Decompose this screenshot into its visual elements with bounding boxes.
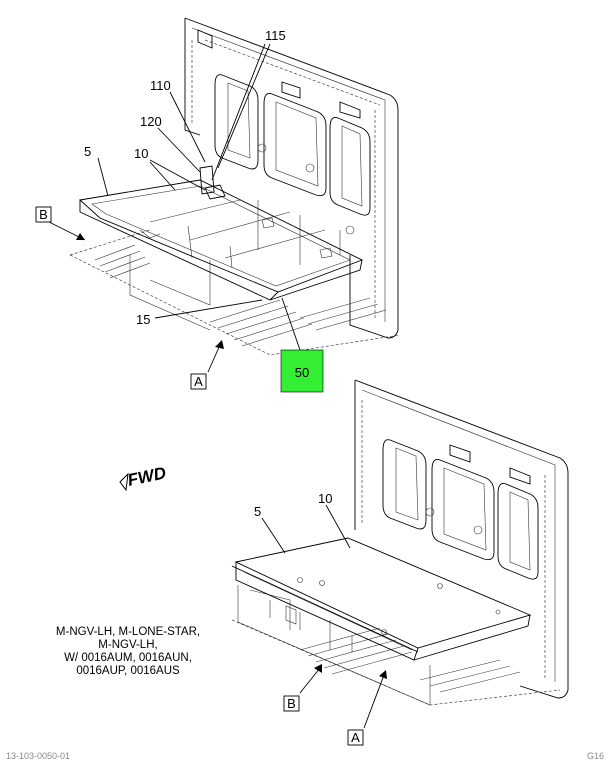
view-label-b-top: B	[35, 206, 52, 223]
callout-115: 115	[265, 28, 286, 43]
applicability-note: M-NGV-LH, M-LONE-STAR, M-NGV-LH, W/ 0016…	[56, 626, 200, 677]
top-leader-lines	[97, 43, 301, 351]
bottom-assembly: 5 10 B A	[231, 379, 569, 746]
svg-text:A: A	[351, 730, 360, 745]
callout-10-bottom: 10	[318, 491, 332, 506]
callout-110: 110	[150, 78, 171, 93]
footer-drawing-number: 13-103-0050-01	[6, 751, 70, 761]
applicability-line-1: M-NGV-LH, M-LONE-STAR,	[56, 626, 200, 638]
fwd-indicator: FWD	[119, 463, 168, 492]
bottom-floor-grate	[231, 585, 561, 706]
callout-10-top: 10	[134, 146, 148, 161]
fwd-label: FWD	[126, 463, 168, 490]
applicability-line-4: 0016AUP, 0016AUS	[76, 665, 180, 677]
bottom-tray	[231, 537, 532, 661]
callout-50[interactable]: 50	[295, 365, 309, 380]
view-label-a-top: A	[190, 373, 207, 390]
callout-5-bottom: 5	[254, 504, 261, 519]
callout-5-top: 5	[84, 144, 91, 159]
top-assembly: 115 110 120 5 10 15 50 B A	[35, 17, 401, 393]
top-view-arrows	[44, 219, 224, 373]
footer-sheet-id: G16	[587, 751, 604, 761]
applicability-line-3: W/ 0016AUM, 0016AUN,	[64, 652, 192, 664]
callout-120: 120	[140, 114, 162, 129]
top-back-wall	[184, 17, 399, 339]
svg-text:B: B	[287, 696, 296, 711]
top-floor-grate	[69, 229, 401, 356]
svg-text:A: A	[194, 374, 203, 389]
svg-text:B: B	[39, 207, 48, 222]
applicability-line-2: M-NGV-LH,	[98, 639, 157, 651]
view-label-b-bottom: B	[283, 695, 300, 712]
callout-15: 15	[136, 312, 150, 327]
callout-50-highlight[interactable]: 50	[280, 349, 324, 393]
bottom-view-arrows	[299, 664, 387, 729]
view-label-a-bottom: A	[347, 729, 364, 746]
top-tray	[79, 165, 364, 301]
bottom-back-wall	[354, 379, 569, 699]
